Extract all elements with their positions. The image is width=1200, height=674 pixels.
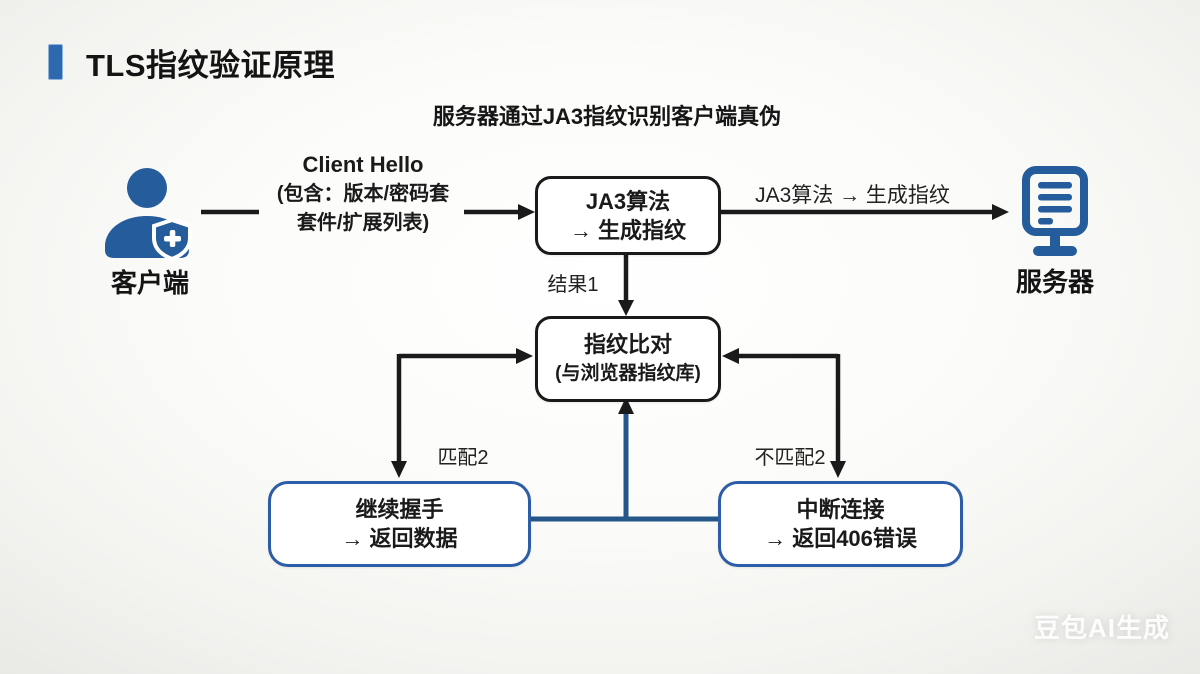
ja3-box-line1: JA3算法 — [585, 188, 671, 214]
title-accent-bar — [48, 44, 63, 80]
abort-connection-box: 中断连接 → 返回406错误 — [718, 481, 963, 567]
match-branch-label: 匹配2 — [437, 447, 489, 469]
continue-box-line1: 继续握手 — [355, 497, 444, 522]
arrowhead-into-compare-left — [516, 348, 533, 364]
client-hello-detail-1: (包含：版本/密码套 — [276, 183, 450, 205]
page-title: TLS指纹验证原理 — [86, 48, 336, 83]
client-user-icon — [105, 168, 192, 262]
continue-handshake-box: 继续握手 → 返回数据 — [268, 481, 531, 567]
client-hello-label: Client Hello (包含：版本/密码套 套件/扩展列表) — [255, 150, 471, 238]
no-match-branch-label: 不匹配2 — [754, 447, 826, 469]
blue-connectors — [525, 412, 718, 522]
server-icon — [1022, 166, 1088, 256]
client-label: 客户端 — [110, 268, 189, 298]
ai-watermark: 豆包AI生成 — [1034, 613, 1171, 643]
compare-box-line1: 指纹比对 — [583, 332, 672, 357]
diagram-subtitle: 服务器通过JA3指纹识别客户端真伪 — [432, 104, 782, 129]
continue-box-line2: → 返回数据 — [341, 526, 458, 551]
result-label: 结果1 — [547, 274, 599, 296]
arrowhead-into-server — [992, 204, 1009, 220]
ja3-algorithm-box: JA3算法 → 生成指纹 — [535, 176, 721, 255]
arrowhead-into-continue — [391, 461, 407, 478]
arrowhead-into-compare-right — [722, 348, 739, 364]
ja3-box-line2: → 生成指纹 — [569, 217, 687, 243]
abort-box-line1: 中断连接 — [796, 497, 885, 522]
compare-box-line2: (与浏览器指纹库) — [555, 363, 701, 384]
fingerprint-compare-box: 指纹比对 (与浏览器指纹库) — [535, 316, 721, 402]
server-label: 服务器 — [1015, 267, 1094, 297]
client-hello-title: Client Hello — [302, 152, 424, 177]
client-hello-detail-2: 套件/扩展列表) — [296, 212, 430, 234]
arrowhead-into-ja3 — [518, 204, 535, 220]
arrowhead-into-compare-top — [618, 300, 634, 316]
abort-box-line2: → 返回406错误 — [764, 526, 917, 551]
ja3-to-server-label: JA3算法 → 生成指纹 — [755, 184, 950, 207]
